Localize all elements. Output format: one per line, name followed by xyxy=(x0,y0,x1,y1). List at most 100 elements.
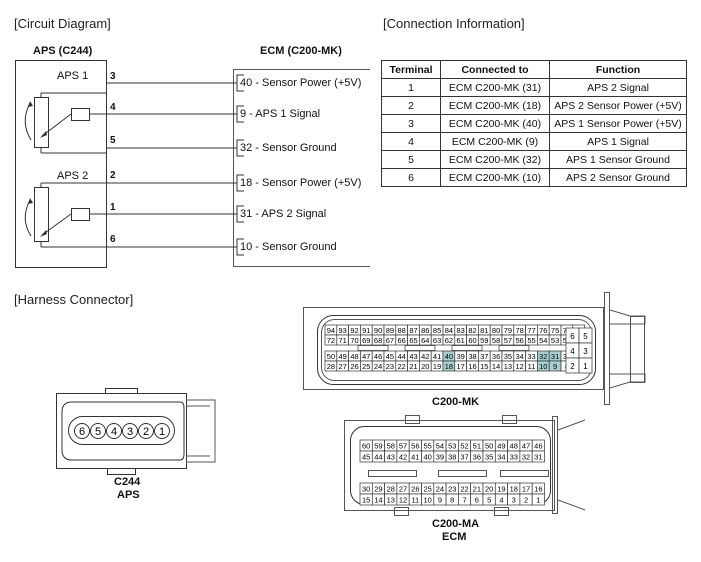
c200ma-pin-number: 19 xyxy=(497,485,505,494)
c200ma-pin-number: 8 xyxy=(450,496,454,505)
c200mk-pin-number: 93 xyxy=(339,326,347,335)
c244-pin-number: 5 xyxy=(95,426,101,438)
aps2-rotation-arrow-icon xyxy=(24,199,32,237)
table-cell: ECM C200-MK (9) xyxy=(440,132,550,151)
c200mk-aux-pin xyxy=(578,357,593,374)
c200mk-pin-number: 58 xyxy=(492,336,500,345)
table-cell: 2 xyxy=(381,96,441,115)
ecm-terminal-label: 18 - Sensor Power (+5V) xyxy=(240,177,362,189)
table-cell: ECM C200-MK (10) xyxy=(440,168,550,187)
c200ma-pin-number: 57 xyxy=(399,442,407,451)
ecm-terminal-label: 31 - APS 2 Signal xyxy=(240,208,327,220)
c200ma-sub-label: ECM xyxy=(442,531,467,543)
c200ma-pin-number: 14 xyxy=(374,496,382,505)
c200ma-pin-number: 53 xyxy=(448,442,456,451)
c200mk-pin-number: 35 xyxy=(504,352,512,361)
c200mk-pin-number: 43 xyxy=(409,352,417,361)
c244-pin xyxy=(154,423,170,439)
c200mk-pin-number: 13 xyxy=(504,362,512,371)
c200mk-pin-number: 89 xyxy=(386,326,394,335)
c200mk-pin-number: 91 xyxy=(362,326,370,335)
c200mk-pin-number: 70 xyxy=(350,336,358,345)
c200ma-pin-number: 9 xyxy=(438,496,442,505)
c200ma-pin-number: 11 xyxy=(411,496,419,505)
c200mk-aux-pin-number: 6 xyxy=(570,332,575,341)
c200mk-pin-number: 48 xyxy=(350,352,358,361)
column-header: Connected to xyxy=(440,60,550,79)
c200ma-pin xyxy=(531,493,545,506)
c244-pin-number: 2 xyxy=(143,426,149,438)
aps1-rotation-arrow-icon xyxy=(24,102,32,141)
table-cell: APS 1 Signal xyxy=(549,132,687,151)
c200ma-pin-number: 15 xyxy=(362,496,370,505)
aps2-sensor-icon xyxy=(71,208,90,221)
c200ma-pin-number: 46 xyxy=(534,442,542,451)
c200mk-pin-number: 33 xyxy=(527,352,535,361)
c200mk-pin-number: 71 xyxy=(339,336,347,345)
c200mk-pin-number: 22 xyxy=(398,362,406,371)
ecm-title: ECM (C200-MK) xyxy=(260,45,342,57)
aps-box xyxy=(15,60,107,268)
c200ma-pin-number: 37 xyxy=(460,453,468,462)
connection-info-heading: [Connection Information] xyxy=(383,16,525,31)
c200ma-pin-number: 4 xyxy=(499,496,503,505)
c200ma-pin xyxy=(531,450,545,463)
c200mk-pin-number: 67 xyxy=(386,336,394,345)
c200mk-aux-pin-number: 4 xyxy=(570,347,575,356)
c200ma-pin-number: 3 xyxy=(512,496,516,505)
table-cell: APS 2 Sensor Power (+5V) xyxy=(549,96,687,115)
c200mk-key-slot xyxy=(357,345,389,351)
c200mk-pin-number: 81 xyxy=(480,326,488,335)
c200mk-pin-number: 49 xyxy=(339,352,347,361)
c200mk-pin-number: 41 xyxy=(433,352,441,361)
c200ma-pin-number: 18 xyxy=(510,485,518,494)
c200mk-pin-number: 38 xyxy=(468,352,476,361)
c200mk-pin-number: 47 xyxy=(362,352,370,361)
c200ma-pin-number: 13 xyxy=(387,496,395,505)
c200mk-pin-number: 65 xyxy=(409,336,417,345)
c200mk-pin-number: 20 xyxy=(421,362,429,371)
c200ma-pin-number: 2 xyxy=(524,496,528,505)
c200mk-pin-number: 40 xyxy=(445,352,453,361)
c200mk-pin-number: 17 xyxy=(457,362,465,371)
c200mk-pin-number: 85 xyxy=(433,326,441,335)
c200mk-pin-number: 36 xyxy=(492,352,500,361)
c200ma-pin-number: 25 xyxy=(423,485,431,494)
table-cell: APS 2 Signal xyxy=(549,78,687,97)
c244-pin-number: 4 xyxy=(111,426,117,438)
c244-pin-number: 1 xyxy=(159,426,165,438)
c200mk-aux-pin-number: 5 xyxy=(583,332,588,341)
c200mk-pin-number: 50 xyxy=(327,352,335,361)
c200mk-pin-number: 69 xyxy=(362,336,370,345)
c200ma-pin-number: 60 xyxy=(362,442,370,451)
c200ma-pin-number: 31 xyxy=(534,453,542,462)
aps-pin-label: 4 xyxy=(110,102,116,113)
c200ma-pin-number: 35 xyxy=(485,453,493,462)
ecm-terminal-label: 32 - Sensor Ground xyxy=(240,142,337,154)
c200ma-pin-number: 24 xyxy=(436,485,444,494)
c200ma-pin-number: 5 xyxy=(487,496,491,505)
c200mk-pin-number: 61 xyxy=(457,336,465,345)
c200ma-pin-number: 20 xyxy=(485,485,493,494)
table-cell: APS 1 Sensor Ground xyxy=(549,150,687,169)
c200mk-pin-number: 16 xyxy=(468,362,476,371)
aps2-wiper-icon xyxy=(41,213,72,236)
c200mk-pin-number: 32 xyxy=(539,352,547,361)
c200mk-aux-pin-number: 2 xyxy=(570,362,575,371)
c200mk-pin-number: 27 xyxy=(339,362,347,371)
c200mk-pin-number: 21 xyxy=(409,362,417,371)
column-header: Function xyxy=(549,60,687,79)
c200mk-label: C200-MK xyxy=(432,396,480,408)
c200ma-pin-number: 33 xyxy=(510,453,518,462)
c200ma-pin-number: 7 xyxy=(462,496,466,505)
table-cell: ECM C200-MK (40) xyxy=(440,114,550,133)
c200mk-key-slot xyxy=(451,345,483,351)
c200mk-pin-number: 25 xyxy=(362,362,370,371)
c200mk-pin-number: 19 xyxy=(433,362,441,371)
